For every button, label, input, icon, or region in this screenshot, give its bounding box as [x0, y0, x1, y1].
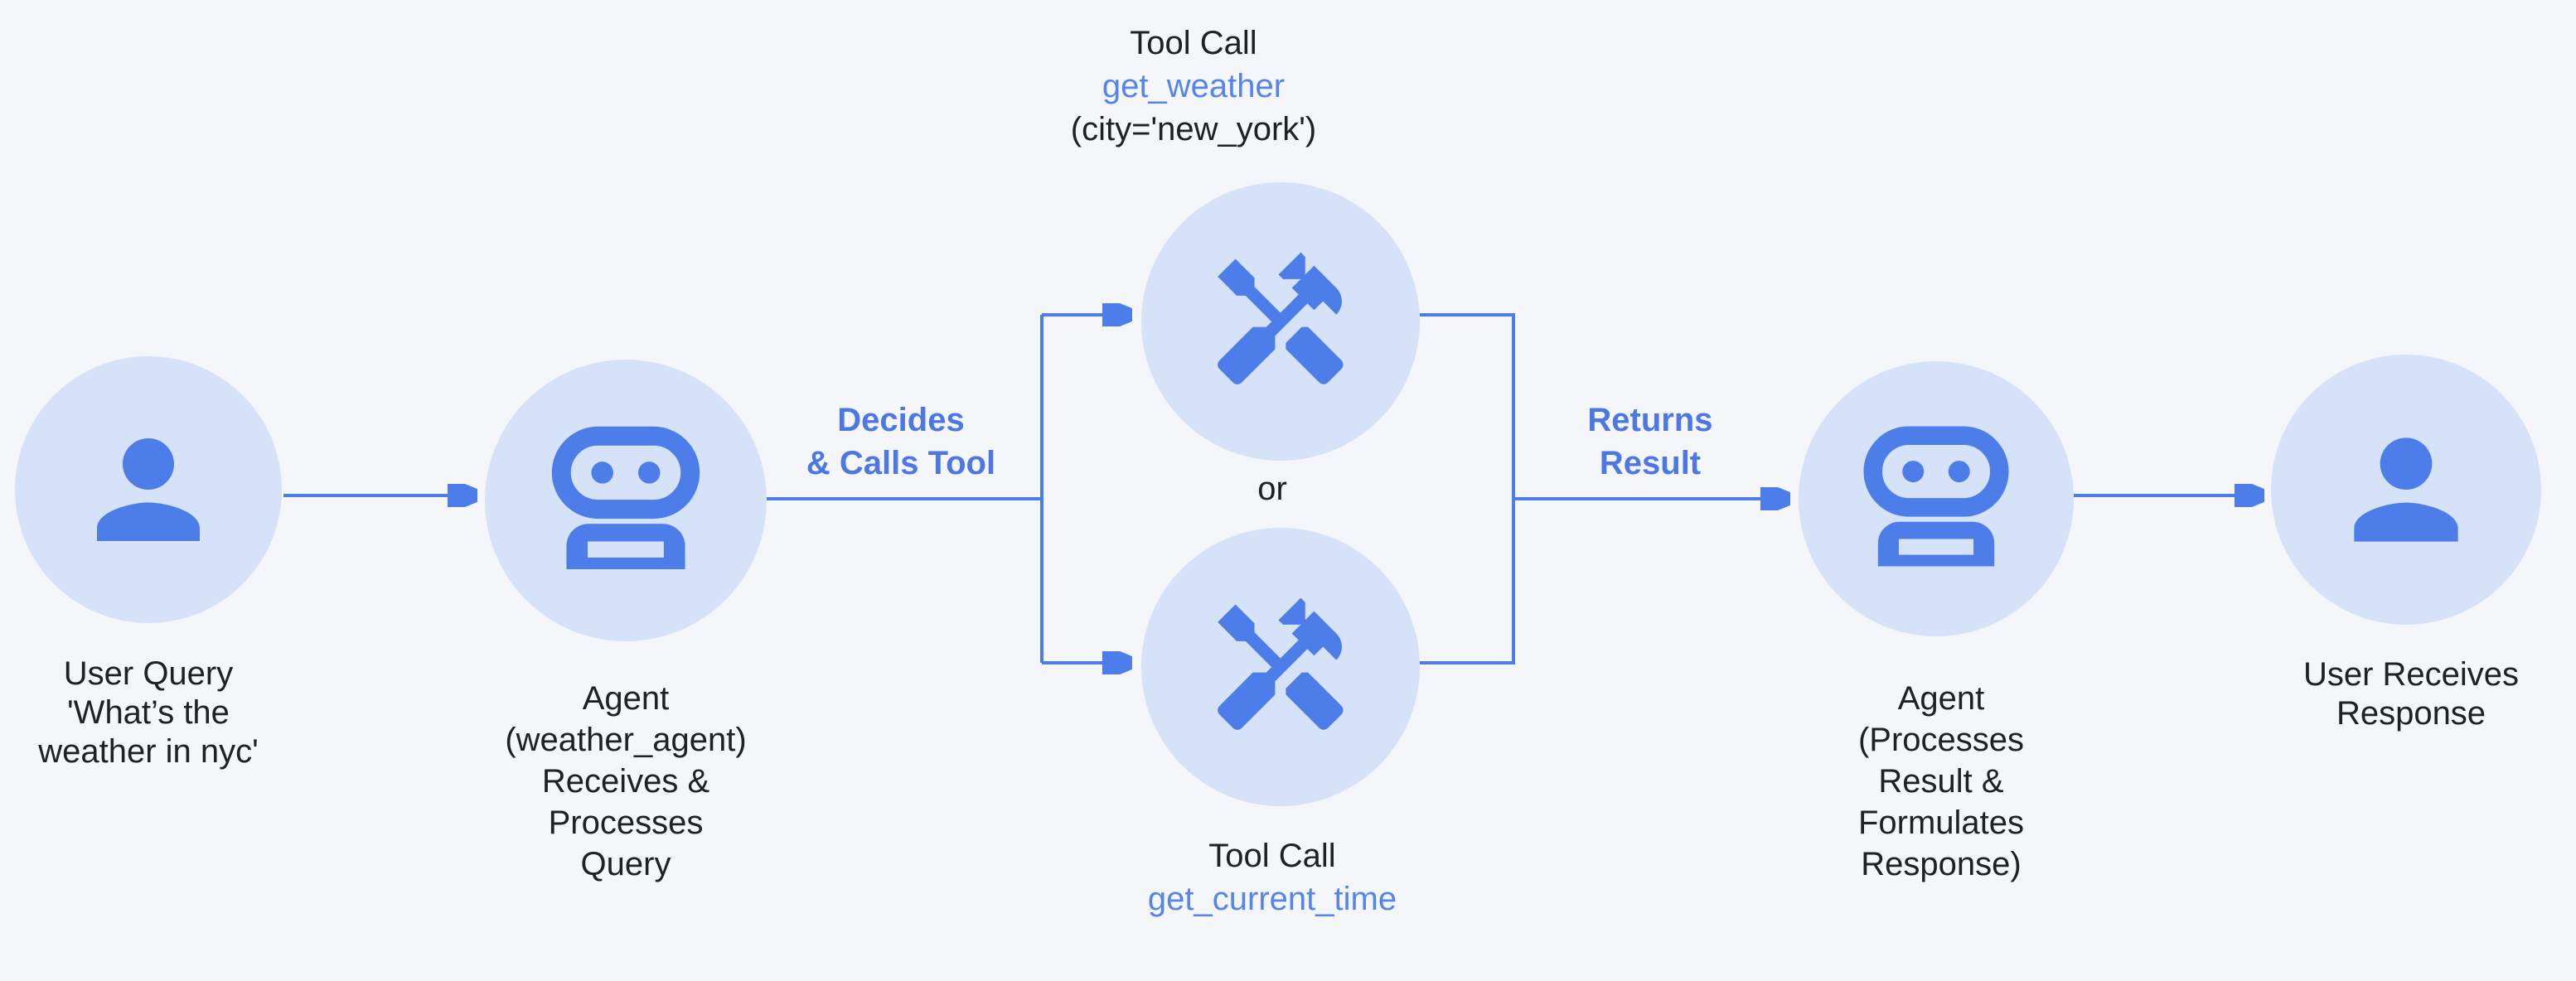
tool-get-current-time-label: Tool Call get_current_time — [1024, 834, 1521, 921]
returns-line-1: Returns — [1587, 402, 1713, 438]
user-query-label: User Query 'What’s the weather in nyc' — [0, 655, 339, 771]
user-response-label: User Receives Response — [2204, 655, 2576, 733]
agent-receive-line-4: Processes — [548, 805, 704, 841]
tools-icon — [1218, 597, 1344, 730]
user-query-line-2: 'What’s the — [67, 694, 230, 731]
node-user-response — [2271, 355, 2541, 625]
agent-respond-label: Agent (Processes Result & Formulates Res… — [1734, 678, 2148, 885]
node-user-query — [15, 356, 282, 623]
decides-calls-tool-label: Decides & Calls Tool — [694, 399, 1108, 485]
agent-receive-line-2: (weather_agent) — [505, 722, 747, 758]
decides-line-1: Decides — [837, 402, 965, 438]
robot-icon — [1863, 426, 2009, 567]
agent-respond-line-1: Agent — [1897, 680, 1985, 717]
user-query-line-3: weather in nyc' — [38, 733, 259, 770]
node-tool-get-current-time — [1141, 528, 1420, 806]
agent-respond-line-2: (Processes — [1857, 722, 2025, 758]
user-query-line-1: User Query — [63, 655, 234, 692]
tool-call-args: (city='new_york') — [1070, 111, 1317, 147]
robot-icon — [551, 426, 700, 570]
person-icon — [2354, 437, 2458, 542]
node-agent-receive — [485, 360, 767, 641]
person-icon — [97, 438, 200, 541]
node-tool-get-weather — [1141, 182, 1420, 461]
tool-function-name: get_current_time — [1147, 881, 1397, 917]
agent-receive-label: Agent (weather_agent) Receives & Process… — [419, 678, 833, 885]
tool-get-weather-label: Tool Call get_weather (city='new_york') — [945, 22, 1442, 151]
agent-respond-line-5: Response) — [1861, 846, 2022, 882]
tool-call-title: Tool Call — [1130, 25, 1257, 61]
returns-result-label: Returns Result — [1443, 399, 1857, 485]
node-agent-respond — [1799, 361, 2074, 636]
user-response-line-2: Response — [2336, 695, 2486, 732]
or-label: or — [1257, 471, 1287, 507]
tools-icon — [1218, 252, 1344, 384]
agent-respond-line-4: Formulates — [1857, 805, 2025, 841]
agent-receive-line-1: Agent — [582, 680, 670, 717]
tool-function-name: get_weather — [1102, 68, 1286, 104]
edge-tools-join-right — [1420, 313, 1515, 664]
agent-receive-line-5: Query — [580, 846, 671, 882]
user-response-line-1: User Receives — [2302, 656, 2520, 693]
decides-line-2: & Calls Tool — [806, 445, 996, 481]
agent-receive-line-3: Receives & — [541, 763, 710, 800]
agent-respond-line-3: Result & — [1878, 763, 2004, 800]
tool-call-title: Tool Call — [1208, 838, 1336, 874]
returns-line-2: Result — [1599, 445, 1702, 481]
